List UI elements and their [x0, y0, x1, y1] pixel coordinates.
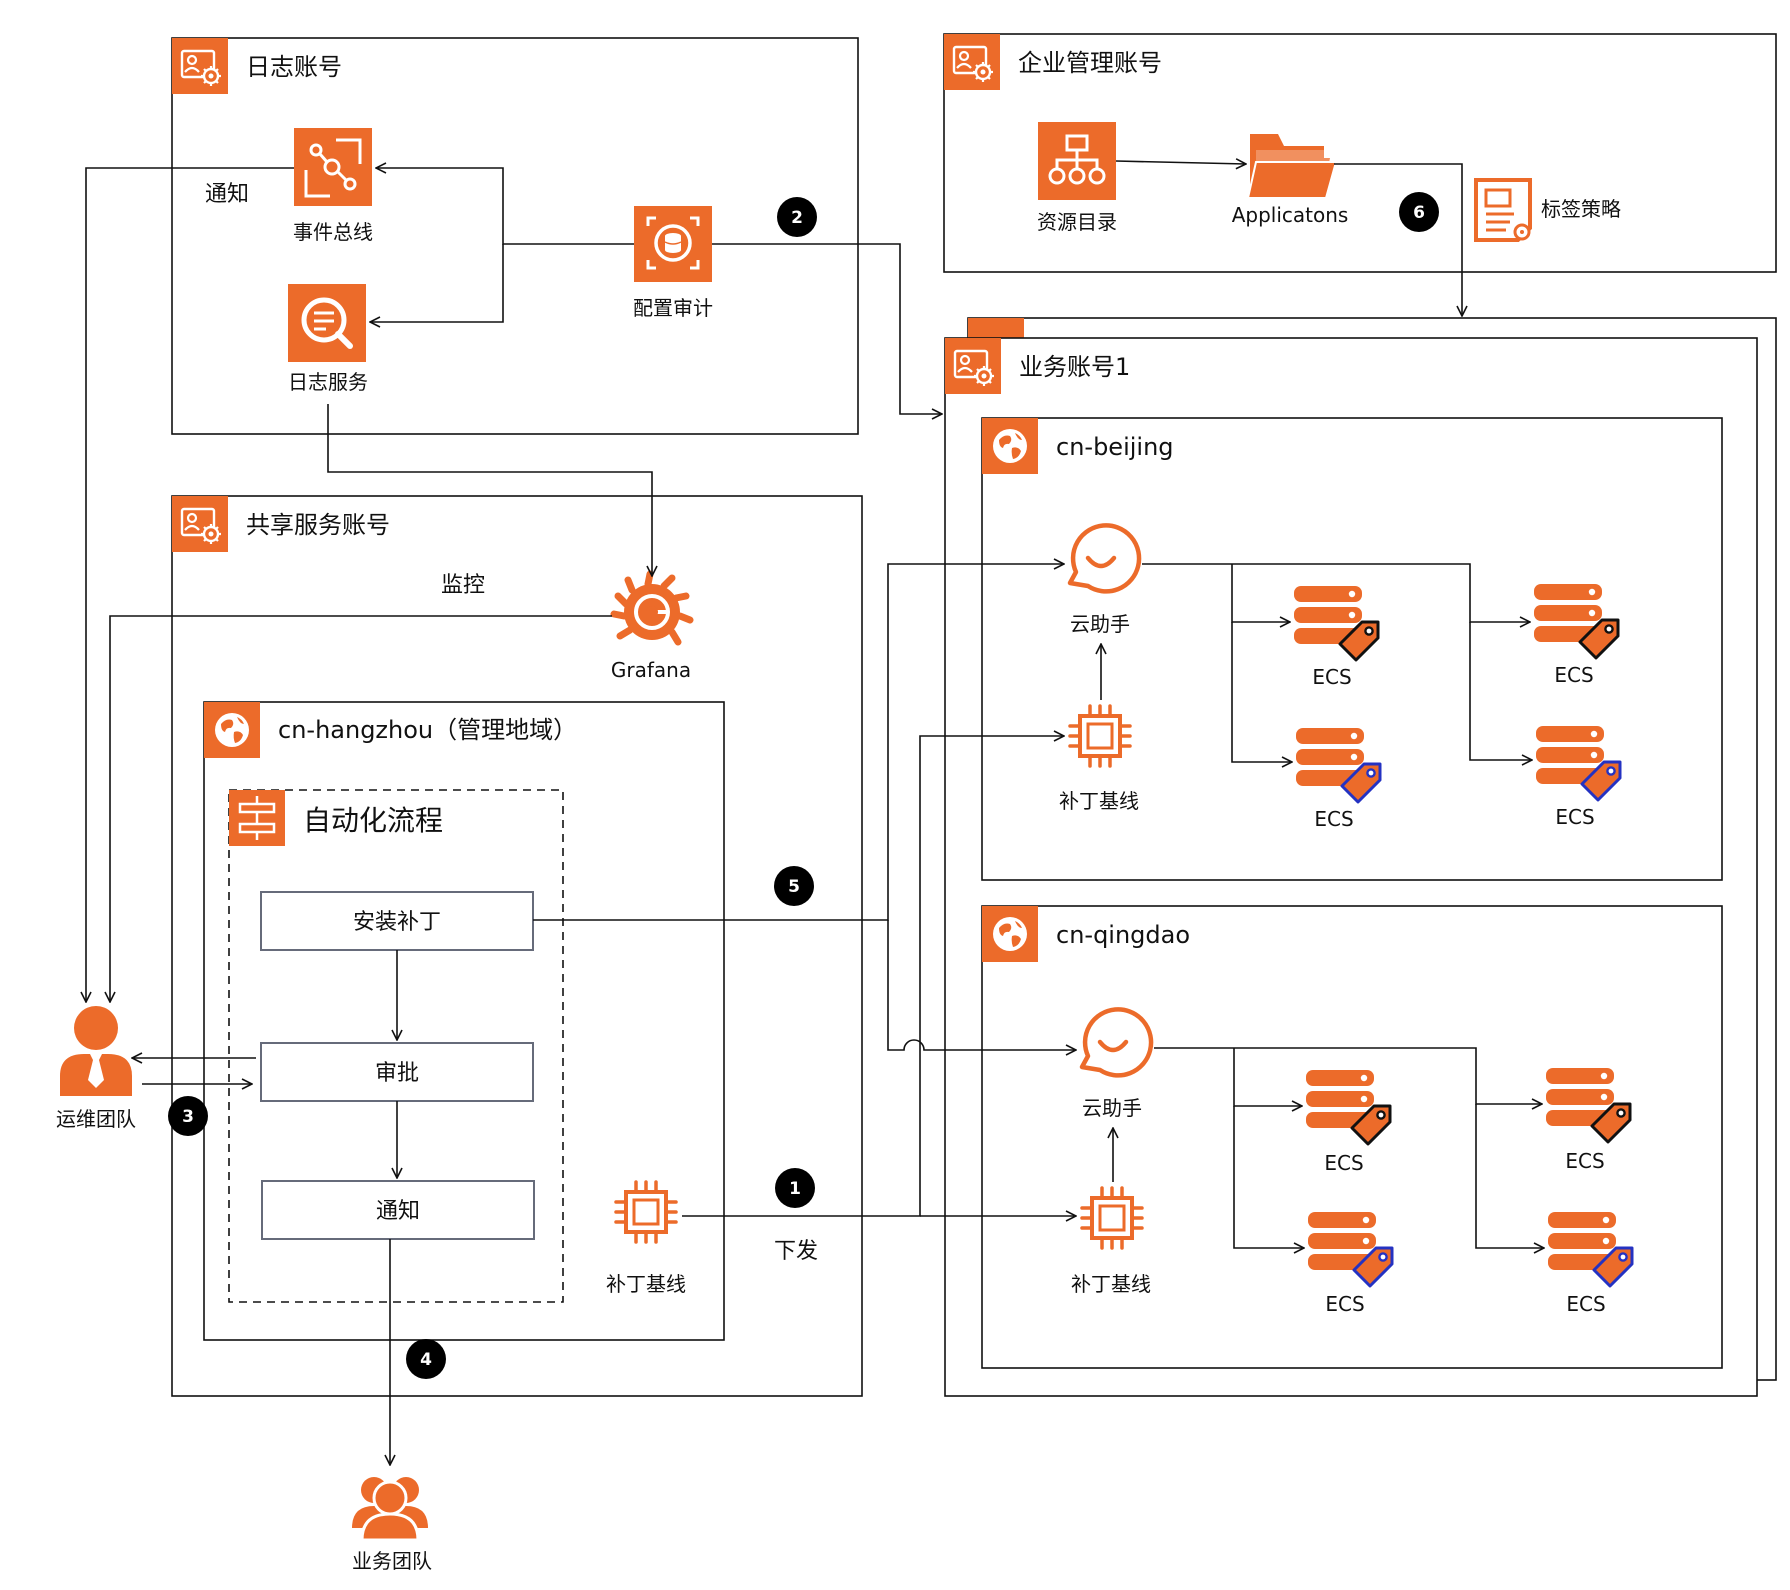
ecs-label: ECS	[1312, 665, 1351, 689]
step-install-patch[interactable]: 安装补丁	[260, 891, 534, 951]
step-notify-label: 通知	[376, 1199, 420, 1224]
grafana-icon[interactable]	[610, 570, 694, 646]
step-badge-1: 1	[775, 1168, 815, 1208]
log-account: 日志账号	[170, 36, 859, 435]
region-hangzhou: cn-hangzhou（管理地域）	[203, 701, 725, 1341]
step-badge-5: 5	[774, 866, 814, 906]
region-beijing: cn-beijing	[981, 417, 1723, 881]
patch-baseline-label: 补丁基线	[1059, 789, 1139, 813]
log-account-title: 日志账号	[246, 53, 342, 81]
event-bus-label: 事件总线	[293, 220, 373, 244]
notify-label: 通知	[205, 182, 249, 207]
patch-baseline-label: 补丁基线	[606, 1272, 686, 1296]
region-qingdao: cn-qingdao	[981, 905, 1723, 1369]
config-audit[interactable]	[634, 206, 712, 282]
monitor-label: 监控	[441, 573, 485, 598]
resource-directory-label: 资源目录	[1037, 210, 1117, 234]
step-notify[interactable]: 通知	[261, 1180, 535, 1240]
globe-icon	[982, 418, 1038, 474]
svg-text:5: 5	[788, 877, 800, 897]
step-badge-4: 4	[406, 1339, 446, 1379]
region-hangzhou-title: cn-hangzhou（管理地域）	[278, 716, 577, 744]
ecs-label: ECS	[1555, 805, 1594, 829]
log-service-label: 日志服务	[288, 370, 368, 394]
step-approval-label: 审批	[375, 1061, 419, 1086]
ops-team-icon[interactable]	[60, 1006, 132, 1096]
step-badge-2: 2	[777, 197, 817, 237]
grafana-label: Grafana	[611, 658, 691, 682]
resource-directory[interactable]	[1038, 122, 1116, 200]
automation-flow: 自动化流程	[228, 789, 564, 1303]
config-audit-label: 配置审计	[633, 296, 713, 320]
cloud-assistant-label: 云助手	[1070, 612, 1130, 636]
event-bus[interactable]	[294, 128, 372, 206]
ecs-label: ECS	[1566, 1292, 1605, 1316]
svg-text:6: 6	[1413, 203, 1425, 223]
tag-policy-label: 标签策略	[1541, 197, 1621, 221]
automation-icon	[229, 790, 285, 846]
enterprise-account-title: 企业管理账号	[1018, 49, 1162, 77]
shared-account-title: 共享服务账号	[246, 511, 390, 539]
business-account-title: 业务账号1	[1019, 353, 1130, 381]
svg-text:2: 2	[791, 208, 803, 228]
log-service[interactable]	[288, 284, 366, 362]
globe-icon	[982, 906, 1038, 962]
ecs-label: ECS	[1324, 1151, 1363, 1175]
svg-text:4: 4	[420, 1350, 432, 1370]
region-beijing-title: cn-beijing	[1056, 433, 1174, 461]
ops-team-label: 运维团队	[56, 1107, 136, 1131]
connectors	[86, 161, 1544, 1465]
svg-text:1: 1	[789, 1179, 801, 1199]
automation-title: 自动化流程	[303, 804, 443, 837]
patch-baseline-label: 补丁基线	[1071, 1272, 1151, 1296]
globe-icon	[204, 702, 260, 758]
account-icon	[942, 32, 1002, 92]
patch-baseline-icon[interactable]	[614, 1180, 678, 1244]
step-approval[interactable]: 审批	[260, 1042, 534, 1102]
cloud-assistant-label: 云助手	[1082, 1096, 1142, 1120]
account-icon	[170, 36, 230, 96]
account-icon	[943, 336, 1003, 396]
applications-folder-icon[interactable]	[1246, 134, 1338, 199]
business-account: 业务账号1	[943, 317, 1777, 1397]
step-badge-3: 3	[168, 1096, 208, 1136]
ecs-label: ECS	[1314, 807, 1353, 831]
applications-label: Applicatons	[1232, 203, 1349, 227]
account-icon	[170, 494, 230, 554]
svg-text:3: 3	[182, 1107, 194, 1127]
ecs-label: ECS	[1565, 1149, 1604, 1173]
region-qingdao-title: cn-qingdao	[1056, 921, 1190, 949]
shared-account: 共享服务账号	[170, 494, 863, 1397]
ecs-label: ECS	[1325, 1292, 1364, 1316]
biz-team-icon[interactable]	[350, 1475, 430, 1542]
step-install-patch-label: 安装补丁	[353, 910, 441, 935]
ecs-label: ECS	[1554, 663, 1593, 687]
enterprise-account: 企业管理账号	[942, 32, 1777, 273]
biz-team-label: 业务团队	[352, 1549, 432, 1573]
dispatch-label: 下发	[774, 1239, 818, 1264]
tag-policy-icon	[1474, 178, 1532, 242]
step-badge-6: 6	[1399, 192, 1439, 232]
